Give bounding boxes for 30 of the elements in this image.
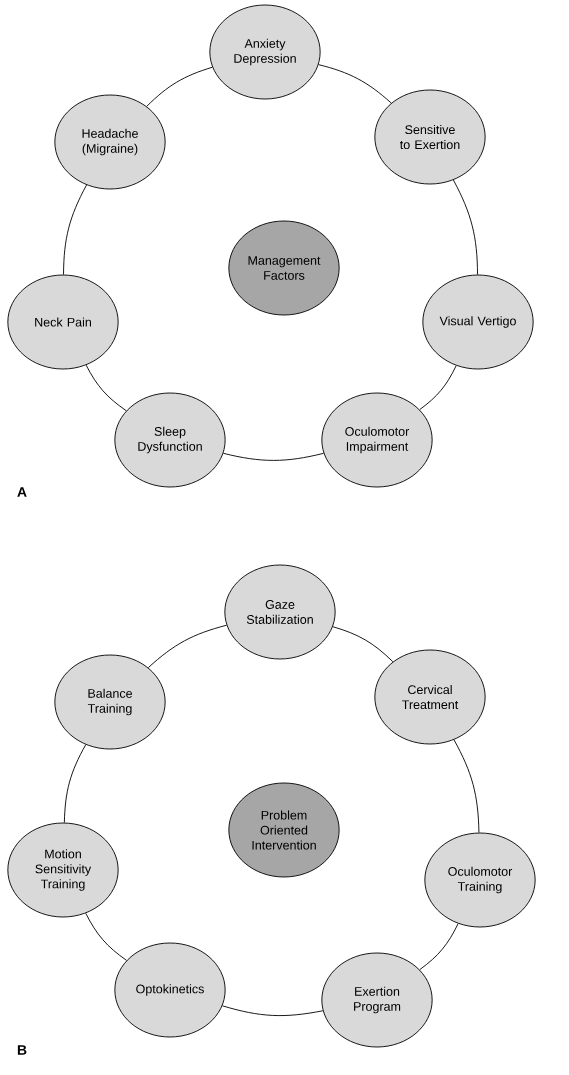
ellipse-node: Neck Pain: [7, 274, 119, 370]
connector-line: [63, 184, 87, 275]
panel-letter: A: [17, 487, 27, 497]
ellipse-node: Sensitive to Exertion: [374, 89, 486, 185]
ellipse-node: Oculomotor Training: [424, 832, 536, 928]
ellipse-node: Headache (Migraine): [54, 94, 166, 190]
connector-line: [222, 452, 325, 461]
connector-line: [419, 365, 457, 411]
ellipse-node: Anxiety Depression: [209, 4, 321, 100]
ellipse-node: Optokinetics: [114, 942, 226, 1038]
connector-line: [85, 912, 127, 961]
connector-line: [85, 364, 127, 412]
ellipse-node: Gaze Stabilization: [224, 564, 336, 660]
ellipse-node: Sleep Dysfunction: [114, 392, 226, 488]
panel-letter: B: [17, 1045, 27, 1055]
connector-line: [146, 66, 213, 107]
connector-line: [332, 626, 394, 663]
connector-line: [222, 1005, 324, 1017]
ellipse-node: Motion Sensitivity Training: [7, 822, 119, 918]
ellipse-node: Exertion Program: [321, 952, 433, 1048]
ellipse-node: Oculomotor Impairment: [321, 392, 433, 488]
connector-line: [147, 624, 228, 669]
connector-line: [318, 64, 392, 104]
ellipse-node: Cervical Treatment: [374, 649, 486, 745]
connector-line: [419, 923, 459, 971]
connector-line: [453, 739, 480, 833]
ellipse-node: Visual Vertigo: [422, 274, 534, 370]
connector-line: [452, 179, 478, 275]
connector-line: [63, 744, 87, 824]
ellipse-node: Balance Training: [54, 654, 166, 750]
